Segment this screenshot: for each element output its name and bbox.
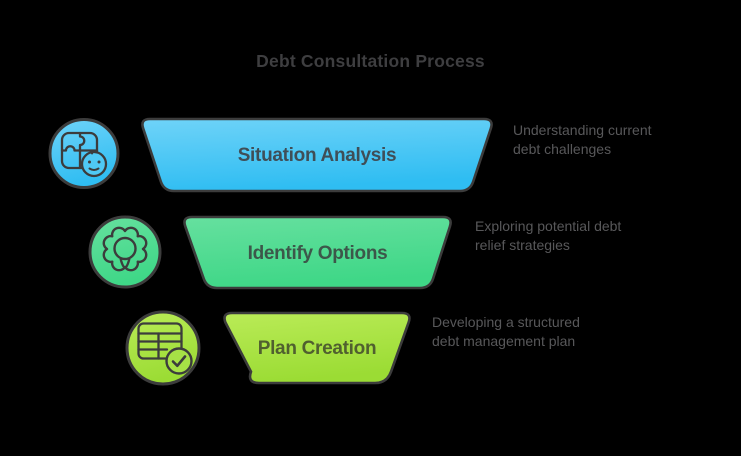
stage-description-situation-analysis: Understanding current debt challenges bbox=[513, 122, 652, 157]
funnel-segment-situation-analysis bbox=[141, 117, 493, 193]
puzzle-smiley-icon bbox=[48, 118, 120, 189]
diagram-title: Debt Consultation Process bbox=[256, 51, 485, 71]
stage-description-identify-options: Exploring potential debt relief strategi… bbox=[475, 218, 622, 253]
stage-description-plan-creation: Developing a structured debt management … bbox=[432, 314, 580, 349]
stage-label-plan-creation: Plan Creation bbox=[257, 338, 377, 359]
stage-label-situation-analysis: Situation Analysis bbox=[237, 145, 397, 166]
funnel-segment-plan-creation bbox=[223, 311, 411, 385]
gear-lightbulb-icon bbox=[88, 215, 162, 289]
table-check-icon bbox=[125, 310, 201, 386]
funnel-segment-identify-options bbox=[183, 215, 452, 290]
stage-label-identify-options: Identify Options bbox=[247, 242, 388, 264]
